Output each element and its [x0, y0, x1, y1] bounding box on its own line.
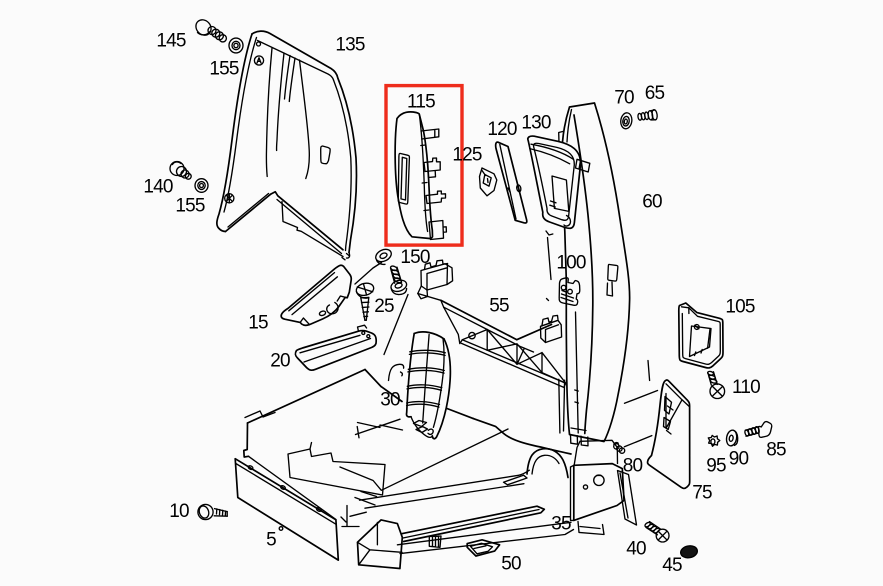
- svg-text:120: 120: [487, 119, 517, 140]
- svg-text:10: 10: [169, 501, 189, 522]
- svg-text:155: 155: [209, 59, 239, 80]
- svg-text:130: 130: [521, 113, 551, 134]
- svg-text:5: 5: [266, 530, 276, 551]
- svg-text:40: 40: [626, 539, 646, 560]
- svg-text:95: 95: [706, 456, 726, 477]
- svg-text:90: 90: [729, 449, 749, 470]
- svg-text:145: 145: [156, 31, 186, 52]
- svg-text:85: 85: [766, 440, 786, 461]
- svg-text:70: 70: [614, 88, 634, 109]
- svg-text:25: 25: [374, 296, 394, 317]
- svg-text:155: 155: [175, 196, 205, 217]
- svg-text:35: 35: [551, 514, 571, 535]
- svg-text:55: 55: [489, 296, 509, 317]
- svg-text:20: 20: [270, 351, 290, 372]
- svg-text:100: 100: [556, 253, 586, 274]
- svg-text:135: 135: [335, 35, 365, 56]
- svg-text:150: 150: [400, 247, 430, 268]
- svg-text:60: 60: [642, 192, 662, 213]
- svg-text:75: 75: [692, 483, 712, 504]
- svg-text:105: 105: [725, 297, 755, 318]
- svg-text:125: 125: [452, 145, 482, 166]
- svg-text:50: 50: [501, 554, 521, 575]
- svg-text:140: 140: [143, 177, 173, 198]
- svg-text:45: 45: [662, 555, 682, 576]
- svg-text:30: 30: [380, 390, 400, 411]
- svg-text:115: 115: [407, 92, 435, 113]
- svg-text:65: 65: [645, 83, 665, 104]
- svg-text:80: 80: [623, 456, 643, 477]
- svg-text:15: 15: [248, 313, 268, 334]
- svg-text:110: 110: [732, 377, 760, 398]
